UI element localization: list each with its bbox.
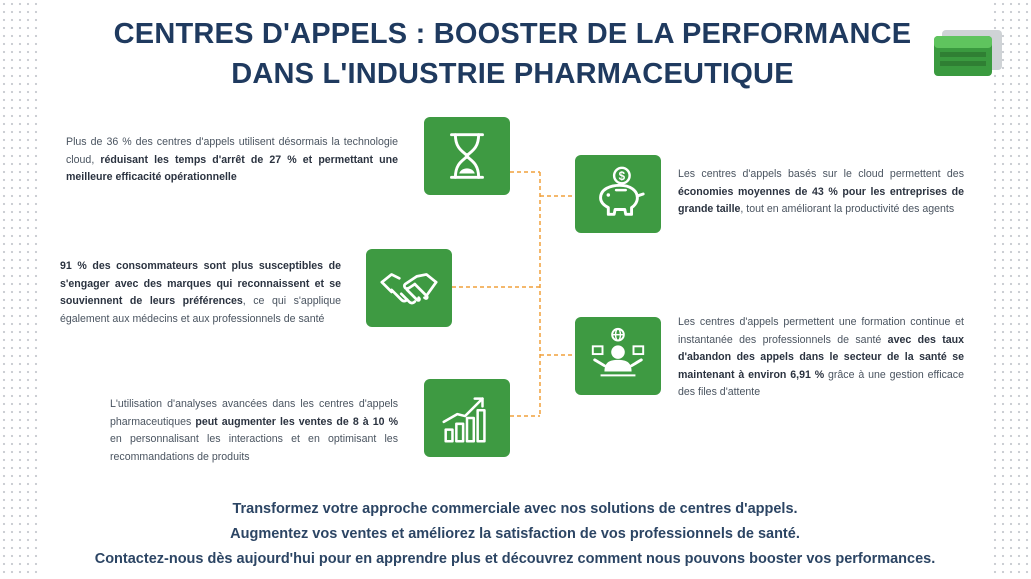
hourglass-icon [450,133,484,179]
svg-text:$: $ [619,170,626,183]
training-icon [591,327,645,377]
stat-text-bold: 91 % des consommateurs sont plus suscept… [60,260,341,307]
handshake-icon [380,273,438,305]
page-title: CENTRES D'APPELS : BOOSTER DE LA PERFORM… [80,14,945,94]
dot-pattern-right [991,0,1031,579]
hourglass-icon-box [424,117,510,195]
stat-text-pre: Les centres d'appels basés sur le cloud … [678,168,964,180]
stat-text-pre: Plus de 36 % des centres d'appels utilis… [66,136,398,166]
dot-pattern-left [0,0,40,579]
cta-line-2: Augmentez vos ventes et améliorez la sat… [230,526,800,542]
piggy-bank-icon-box: $ [575,155,661,233]
call-to-action: Transformez votre approche commerciale a… [40,497,990,572]
piggy-bank-icon: $ [599,166,645,216]
stat-text-pre: L'utilisation d'analyses avancées dans l… [110,398,398,428]
stat-text-post: grâce à une gestion efficace des files d… [678,368,964,399]
stat-text-bold: peut augmenter les ventes de 8 à 10 % [195,415,398,428]
title-line-2: DANS L'INDUSTRIE PHARMACEUTIQUE [231,58,794,90]
stat-text-bold: économies moyennes de 43 % pour les entr… [678,185,964,216]
stat-block-savings: Les centres d'appels basés sur le cloud … [678,166,964,219]
stat-block-training: Les centres d'appels permettent une form… [678,314,964,402]
stat-text-post: , tout en améliorant la productivité des… [740,203,955,215]
cta-line-3: Contactez-nous dès aujourd'hui pour en a… [94,551,936,567]
stat-block-consumers: 91 % des consommateurs sont plus suscept… [60,258,341,328]
stat-text-bold: réduisant les temps d'arrêt de 27 % et p… [66,153,398,184]
stat-text-pre: Les centres d'appels permettent une form… [678,316,964,346]
title-line-1: CENTRES D'APPELS : BOOSTER DE LA PERFORM… [113,18,912,50]
growth-chart-icon-box [424,379,510,457]
logo-icon [934,30,1002,76]
stat-block-cloud: Plus de 36 % des centres d'appels utilis… [66,134,398,187]
handshake-icon-box [366,249,452,327]
stat-block-analytics: L'utilisation d'analyses avancées dans l… [110,396,398,466]
stat-text-bold: avec des taux d'abandon des appels dans … [678,333,964,381]
stat-text-post: en personnalisant les interactions et en… [110,433,398,463]
training-icon-box [575,317,661,395]
stat-text-post: , ce qui s'applique également aux médeci… [60,295,341,325]
growth-chart-icon [442,397,486,443]
cta-line-1: Transformez votre approche commerciale a… [232,501,798,517]
